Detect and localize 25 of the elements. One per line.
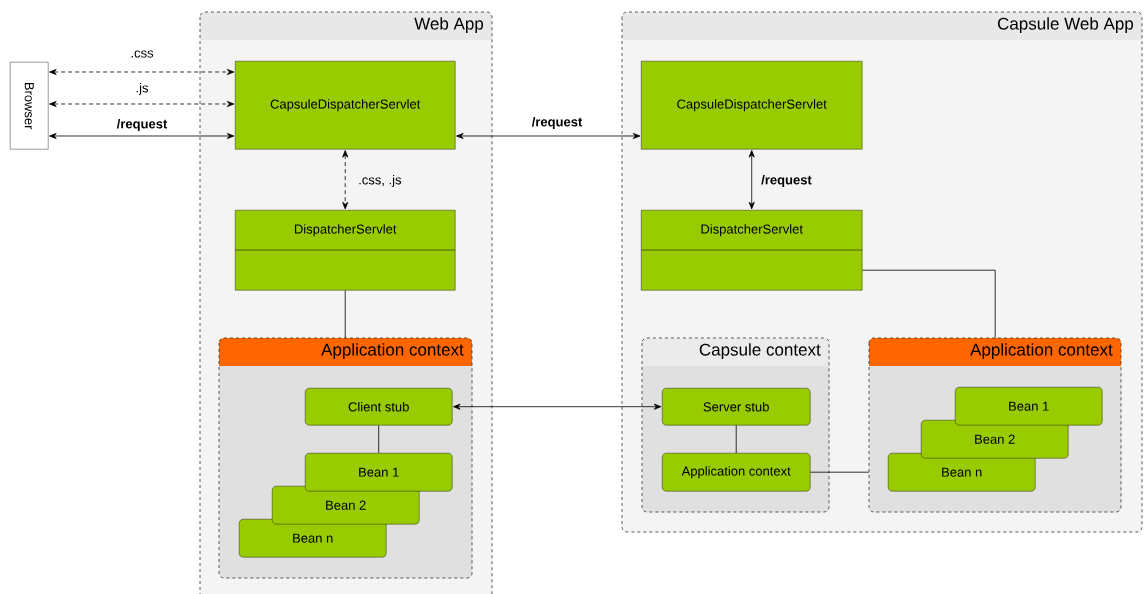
arrow	[49, 69, 235, 75]
servlet-box: CapsuleDispatcherServlet	[641, 61, 863, 150]
framework-box	[235, 250, 456, 291]
context-box: Application context	[662, 453, 811, 492]
arrow	[456, 133, 641, 139]
bean-box: Bean 1	[955, 387, 1103, 426]
servlet-box: DispatcherServlet	[235, 210, 456, 251]
bean-box: Bean 1	[305, 453, 453, 492]
arrow	[49, 101, 235, 107]
framework-box	[641, 250, 863, 291]
servlet-box: CapsuleDispatcherServlet	[235, 61, 456, 150]
edge-label: .css	[131, 50, 154, 58]
edge-label: /request	[116, 118, 168, 132]
stub-box: Server stub	[662, 388, 811, 426]
browser-box: Browser	[10, 62, 49, 150]
arrow	[748, 150, 755, 210]
arrow	[342, 150, 349, 210]
servlet-box: DispatcherServlet	[641, 210, 863, 251]
edge-label: /request	[761, 174, 812, 188]
arrow	[453, 403, 662, 410]
stub-box: Client stub	[305, 388, 453, 426]
edge-label: /request	[531, 116, 583, 130]
edge-label: .js	[136, 82, 149, 96]
arrow	[49, 133, 235, 139]
edge-label: .css, .js	[359, 174, 402, 188]
